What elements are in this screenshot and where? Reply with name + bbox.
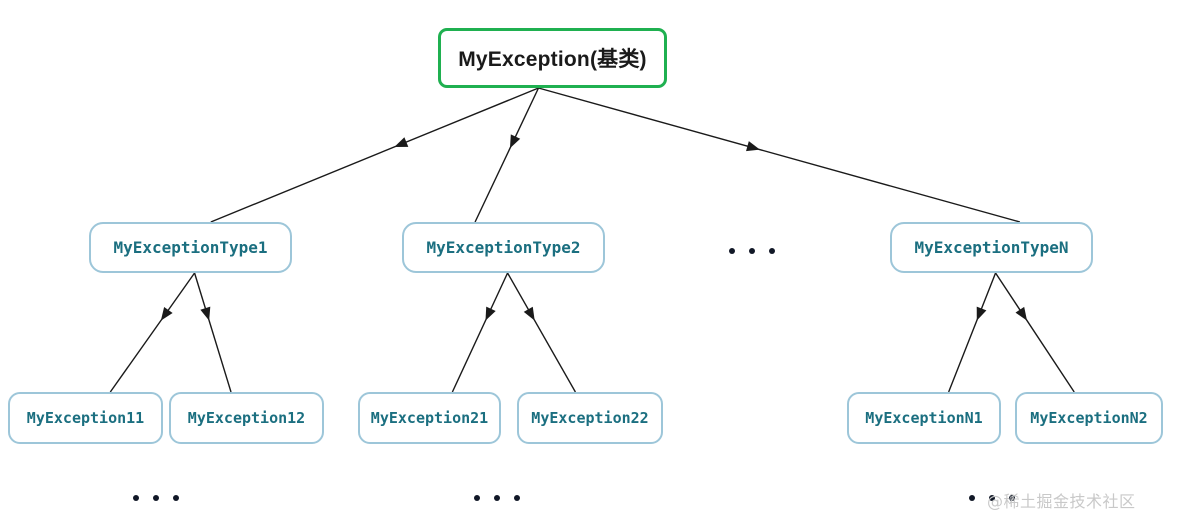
edge-root-to-branch-1	[210, 87, 539, 223]
edge-root-to-branch-2-arrowhead	[509, 134, 521, 149]
node-label: MyExceptionN1	[865, 409, 983, 427]
node-label: MyExceptionN2	[1030, 409, 1148, 427]
node-my-exception-type-n[interactable]: MyExceptionTypeN	[890, 222, 1093, 273]
edge-branch-3-to-leaf-2-arrowhead	[1015, 306, 1028, 321]
ellipsis-dot	[133, 495, 139, 501]
node-label: MyException(基类)	[458, 48, 647, 71]
node-label: MyException11	[26, 409, 145, 427]
node-my-exception-11[interactable]: MyException11	[8, 392, 163, 444]
edge-branch-2-to-leaf-1	[451, 272, 509, 393]
edge-root-to-branch-3-arrowhead	[746, 141, 760, 152]
node-my-exception-type-2[interactable]: MyExceptionType2	[402, 222, 605, 273]
ellipsis-dot	[749, 248, 755, 254]
ellipsis-dot	[494, 495, 500, 501]
ellipsis-leaf-group-2	[474, 495, 520, 501]
edge-branch-1-to-leaf-1	[109, 272, 196, 393]
ellipsis-dot	[474, 495, 480, 501]
edge-branch-3-to-leaf-1-arrowhead	[976, 306, 987, 321]
node-label: MyException22	[531, 409, 649, 427]
watermark-text: @稀土掘金技术社区	[987, 492, 1136, 511]
node-label: MyExceptionTypeN	[914, 238, 1069, 257]
edge-root-to-branch-1-arrowhead	[394, 137, 409, 147]
node-my-exception-n2[interactable]: MyExceptionN2	[1015, 392, 1163, 444]
node-my-exception-type-1[interactable]: MyExceptionType1	[89, 222, 292, 273]
node-my-exception-21[interactable]: MyException21	[358, 392, 501, 444]
ellipsis-dot	[1009, 495, 1015, 501]
edge-branch-2-to-leaf-2	[506, 272, 577, 393]
node-label: MyExceptionType1	[113, 238, 268, 257]
node-label: MyException21	[370, 409, 489, 427]
node-my-exception-n1[interactable]: MyExceptionN1	[847, 392, 1001, 444]
ellipsis-dot	[514, 495, 520, 501]
node-my-exception-base[interactable]: MyException(基类)	[438, 28, 667, 88]
edge-branch-3-to-leaf-1	[947, 272, 997, 393]
node-my-exception-22[interactable]: MyException22	[517, 392, 663, 444]
node-label: MyExceptionType2	[426, 238, 581, 257]
edge-branch-3-to-leaf-2	[994, 272, 1075, 393]
node-my-exception-12[interactable]: MyException12	[169, 392, 324, 444]
ellipsis-dot	[769, 248, 775, 254]
edge-root-to-branch-3	[538, 87, 1021, 223]
ellipsis-dot	[153, 495, 159, 501]
edge-branch-2-to-leaf-2-arrowhead	[523, 306, 535, 321]
edge-branch-2-to-leaf-1-arrowhead	[485, 306, 496, 321]
ellipsis-dot	[173, 495, 179, 501]
ellipsis-leaf-group-n	[969, 495, 1015, 501]
node-label: MyException12	[187, 409, 306, 427]
edge-branch-1-to-leaf-2-arrowhead	[200, 306, 211, 321]
ellipsis-dot	[729, 248, 735, 254]
ellipsis-leaf-group-1	[133, 495, 179, 501]
ellipsis-dot	[969, 495, 975, 501]
ellipsis-branch-row	[729, 248, 775, 254]
edge-branch-1-to-leaf-1-arrowhead	[160, 306, 173, 321]
edge-root-to-branch-2	[474, 87, 540, 223]
edge-branch-1-to-leaf-2	[193, 272, 232, 393]
ellipsis-dot	[989, 495, 995, 501]
